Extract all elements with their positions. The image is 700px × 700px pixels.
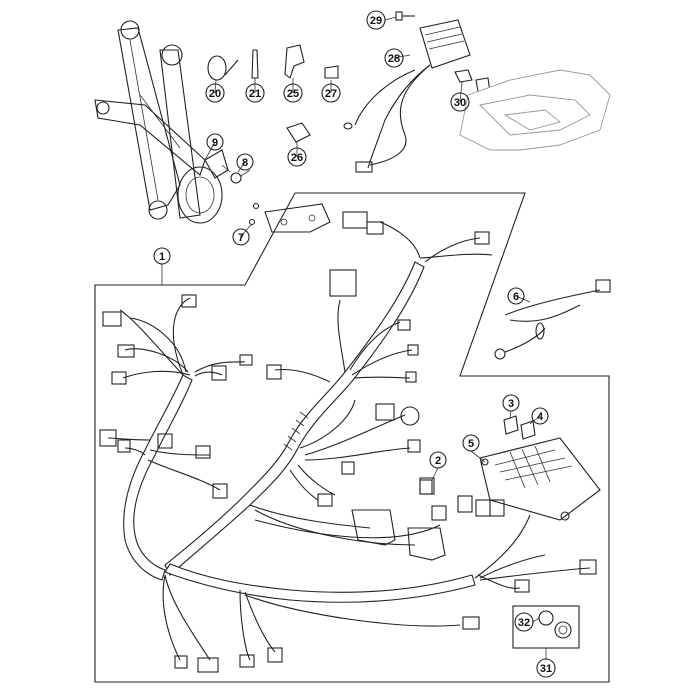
callout-32: 32 <box>514 612 534 632</box>
callout-8-label: 8 <box>242 157 248 169</box>
callout-4-label: 4 <box>537 411 544 423</box>
grommet-part <box>286 122 311 143</box>
callout-7-label: 7 <box>238 232 244 244</box>
harness-connectors <box>99 211 597 673</box>
callout-26-label: 26 <box>291 152 303 164</box>
callout-2: 2 <box>429 451 447 469</box>
callout-27: 27 <box>321 83 341 103</box>
connector-2-part <box>419 479 433 495</box>
callout-6-label: 6 <box>513 291 519 303</box>
callout-28-label: 28 <box>388 53 400 65</box>
clip-3-part <box>503 415 519 435</box>
main-wiring-harness <box>107 221 591 661</box>
holder-part <box>284 44 305 79</box>
callout-3: 3 <box>502 394 520 412</box>
side-harness-part <box>494 279 611 360</box>
callout-28: 28 <box>384 48 404 68</box>
callout-29-label: 29 <box>370 15 382 27</box>
regulator-part <box>343 19 471 173</box>
callout-31-label: 31 <box>540 663 552 675</box>
callout-21: 21 <box>245 83 265 103</box>
callout-1: 1 <box>153 247 171 265</box>
callout-20-label: 20 <box>209 88 221 100</box>
callout-6: 6 <box>507 287 525 305</box>
part-32-items <box>538 610 572 639</box>
callout-30-label: 30 <box>454 97 466 109</box>
small-clip-part <box>324 65 339 79</box>
cable-tie-part <box>207 55 239 81</box>
callout-20: 20 <box>205 83 225 103</box>
callout-27-label: 27 <box>325 88 337 100</box>
callout-2-label: 2 <box>435 455 441 467</box>
callout-25-label: 25 <box>287 88 299 100</box>
callout-1-label: 1 <box>159 251 165 263</box>
frame-background-part <box>459 69 611 151</box>
clip-part <box>251 49 259 79</box>
callout-9: 9 <box>206 133 224 151</box>
callout-5: 5 <box>462 434 480 452</box>
callout-21-label: 21 <box>249 88 261 100</box>
callout-4: 4 <box>531 407 549 425</box>
callout-29: 29 <box>366 10 386 30</box>
nut-part <box>221 164 251 184</box>
callout-3-label: 3 <box>508 398 514 410</box>
screw-part <box>395 11 415 21</box>
callout-8: 8 <box>236 153 254 171</box>
callout-30: 30 <box>450 92 470 112</box>
callout-25: 25 <box>283 83 303 103</box>
callout-32-label: 32 <box>518 617 530 629</box>
callout-7: 7 <box>232 228 250 246</box>
callout-26: 26 <box>287 147 307 167</box>
bracket-7-part <box>248 202 331 233</box>
harness-group-outline <box>94 192 610 683</box>
callout-9-label: 9 <box>212 137 218 149</box>
callout-31: 31 <box>536 658 556 678</box>
ecu-part <box>479 437 601 521</box>
callout-5-label: 5 <box>468 438 474 450</box>
frame-bracket <box>94 20 206 220</box>
clip-4-part <box>520 420 536 440</box>
horn-part <box>177 149 229 224</box>
